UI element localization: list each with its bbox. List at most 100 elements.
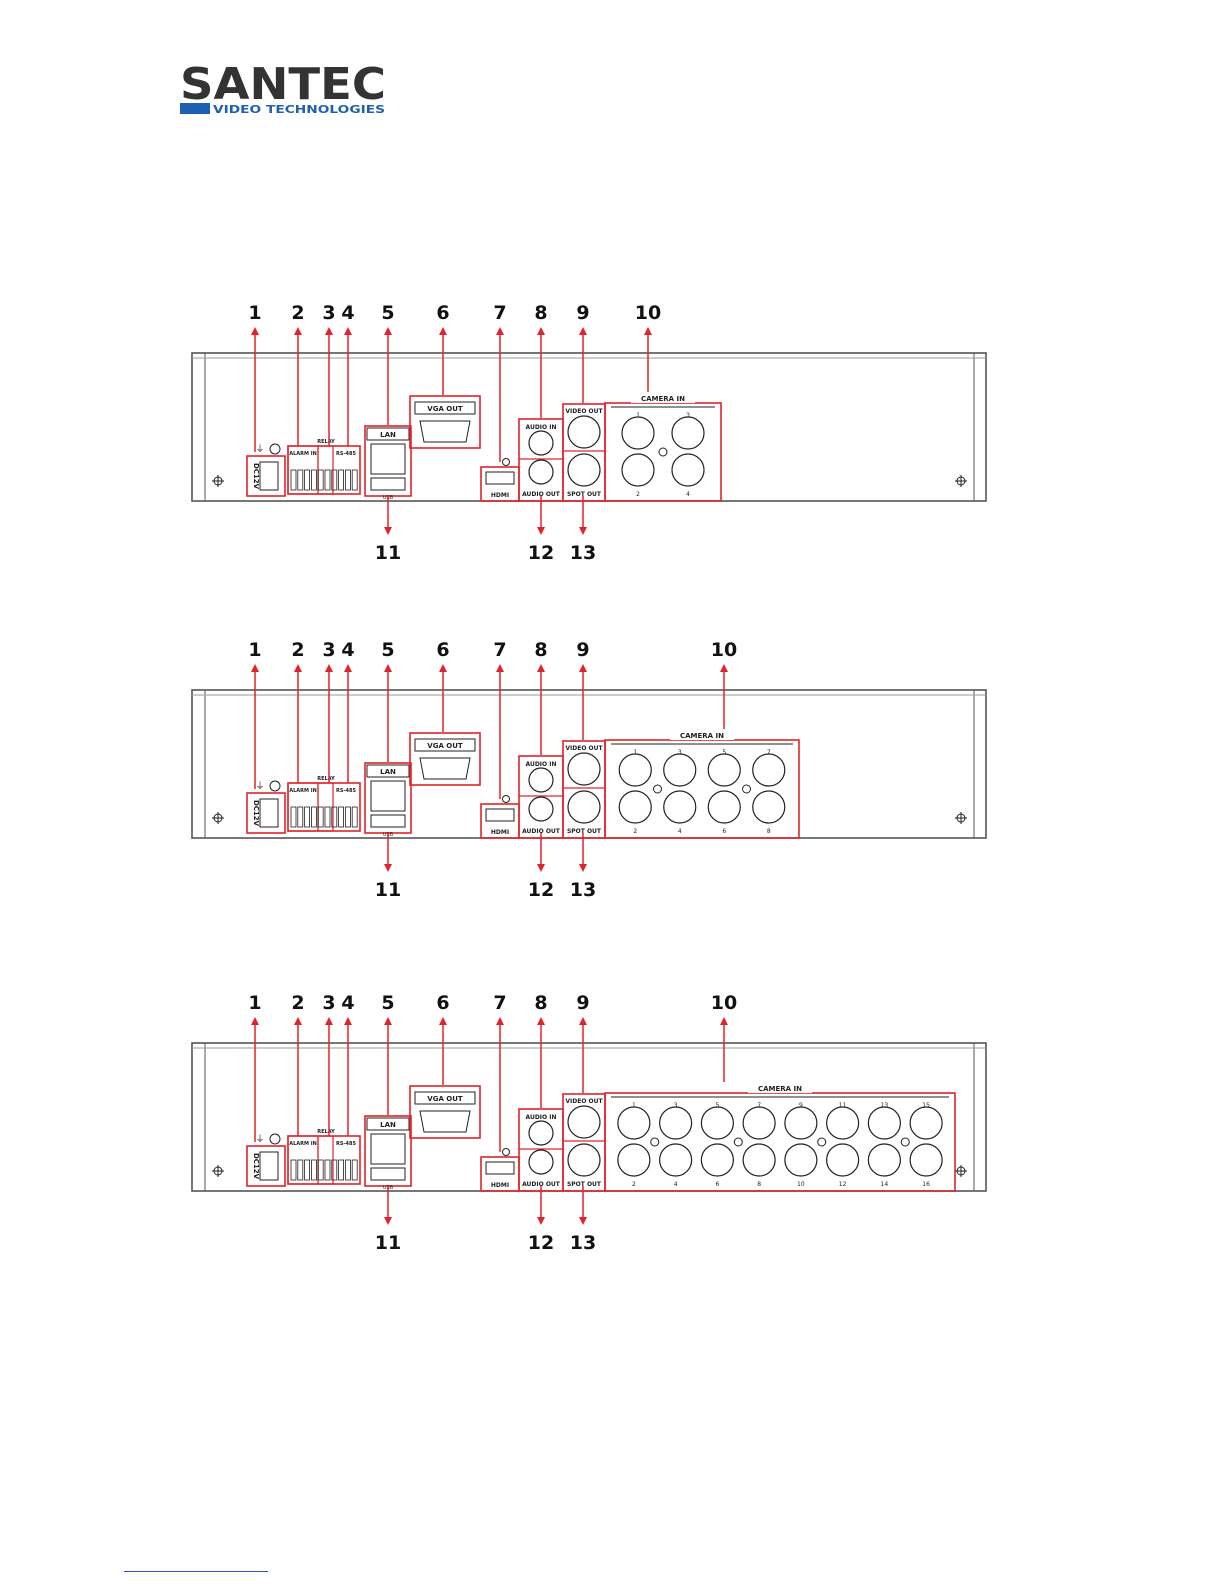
camera-jack xyxy=(867,1106,901,1140)
arrow-head xyxy=(537,327,545,335)
camera-number: 1 xyxy=(632,1102,636,1109)
terminal-pin xyxy=(317,806,324,828)
callout-number: 7 xyxy=(493,639,506,661)
callout-number: 12 xyxy=(528,1232,554,1254)
lan-label-box xyxy=(366,1117,410,1131)
camera-number: 2 xyxy=(636,491,640,498)
callout-number: 7 xyxy=(493,992,506,1014)
arrow-head xyxy=(496,327,504,335)
terminal-pin xyxy=(310,1159,317,1181)
camera-number: 7 xyxy=(767,749,771,756)
callout-number: 1 xyxy=(248,302,261,324)
footer-rule xyxy=(124,1571,268,1572)
audio-in-jack xyxy=(528,767,554,793)
terminal-pin xyxy=(297,1159,304,1181)
camera-jack xyxy=(617,1143,651,1177)
vga-port-label: VGA OUT xyxy=(427,405,463,413)
camera-in-label: CAMERA IN xyxy=(641,395,685,403)
callout-number: 1 xyxy=(248,639,261,661)
arrow-head xyxy=(251,1017,259,1025)
hdmi-port xyxy=(485,808,515,822)
vga-port-label: VGA OUT xyxy=(427,1095,463,1103)
camera-jack xyxy=(784,1143,818,1177)
arrow-head xyxy=(439,664,447,672)
arrow-head xyxy=(325,327,333,335)
camera-jack xyxy=(618,790,652,824)
audio-in-label: AUDIO IN xyxy=(526,1114,557,1121)
terminal-pin xyxy=(290,806,297,828)
vga-port-frame xyxy=(409,395,481,449)
video-out-label: VIDEO OUT xyxy=(565,1098,603,1105)
camera-number: 9 xyxy=(799,1102,803,1109)
lan-port xyxy=(370,780,406,812)
lan-port-label: LAN xyxy=(380,768,396,776)
terminal-pin xyxy=(297,806,304,828)
terminal-pin xyxy=(324,1159,331,1181)
terminal-pin xyxy=(338,1159,345,1181)
callout-number: 2 xyxy=(291,302,304,324)
camera-number: 3 xyxy=(678,749,682,756)
rs485-label: RS-485 xyxy=(336,451,356,457)
camera-screw xyxy=(817,1137,827,1147)
callout-number: 13 xyxy=(570,1232,596,1254)
camera-number: 1 xyxy=(633,749,637,756)
camera-screw xyxy=(900,1137,910,1147)
camera-screw xyxy=(742,784,751,794)
camera-jack xyxy=(618,753,652,787)
arrow-head xyxy=(384,864,392,872)
spot-out-jack xyxy=(567,790,601,824)
camera-screw xyxy=(650,1137,660,1147)
ground-screw xyxy=(269,1133,281,1145)
terminal-pin xyxy=(290,469,297,491)
power-jack xyxy=(259,1151,279,1181)
arrow-head xyxy=(720,664,728,672)
terminal-pin xyxy=(310,469,317,491)
camera-number: 6 xyxy=(722,828,726,835)
santec-logo: SANTEC VIDEO TECHNOLOGIES xyxy=(180,62,386,116)
arrow-head xyxy=(251,664,259,672)
camera-number: 13 xyxy=(881,1102,889,1109)
camera-in-label-bg xyxy=(631,393,695,403)
terminal-pin xyxy=(297,469,304,491)
camera-jack xyxy=(742,1106,776,1140)
callout-number: 11 xyxy=(375,542,401,564)
callout-number: 8 xyxy=(534,639,547,661)
callout-number: 2 xyxy=(291,639,304,661)
arrow-head xyxy=(579,1217,587,1225)
terminal-pin xyxy=(344,1159,351,1181)
camera-jack xyxy=(909,1106,943,1140)
callout-number: 6 xyxy=(436,992,449,1014)
camera-in-label-bg xyxy=(748,1083,812,1093)
camera-screw xyxy=(658,447,668,457)
callout-number: 11 xyxy=(375,879,401,901)
hdmi-screw xyxy=(502,458,510,466)
camera-jack xyxy=(707,790,741,824)
camera-number: 5 xyxy=(722,749,726,756)
lan-port xyxy=(370,1133,406,1165)
callout-number: 12 xyxy=(528,879,554,901)
callout-number: 3 xyxy=(322,992,335,1014)
hdmi-screw xyxy=(502,1148,510,1156)
camera-number: 3 xyxy=(686,412,690,419)
camera-jack xyxy=(659,1106,693,1140)
camera-jack xyxy=(742,1143,776,1177)
camera-jack xyxy=(909,1143,943,1177)
audio-in-jack xyxy=(528,430,554,456)
camera-number: 2 xyxy=(632,1181,636,1188)
arrow-head xyxy=(344,327,352,335)
camera-number: 4 xyxy=(678,828,682,835)
power-port-label: DC12V xyxy=(252,463,260,490)
camera-number: 1 xyxy=(636,412,640,419)
camera-number: 15 xyxy=(922,1102,930,1109)
arrow-head xyxy=(720,1017,728,1025)
camera-jack xyxy=(621,453,655,487)
terminal-pin xyxy=(351,1159,358,1181)
vga-port xyxy=(419,420,471,443)
spot-out-label: SPOT OUT xyxy=(567,1181,602,1188)
callout-number: 4 xyxy=(341,302,354,324)
lan-port-label: LAN xyxy=(380,431,396,439)
arrow-head xyxy=(579,327,587,335)
